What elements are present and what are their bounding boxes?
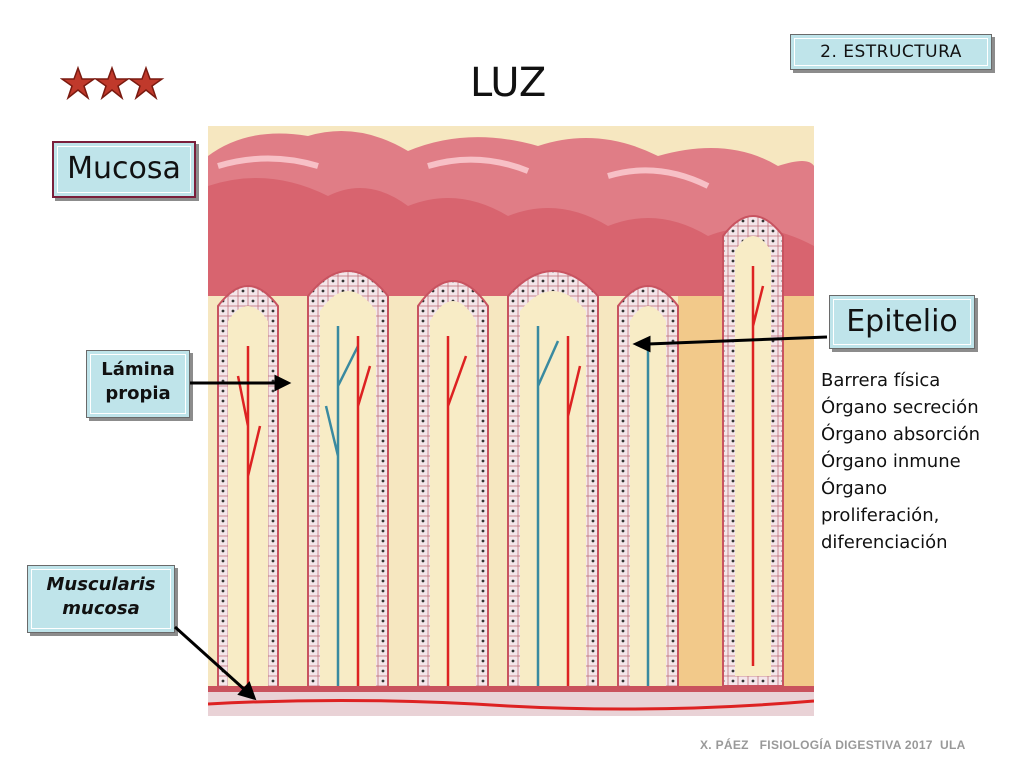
function-item: proliferación, [821, 505, 940, 526]
function-item: Barrera física [821, 370, 941, 391]
muscularis-mucosa-label-line2: mucosa [62, 598, 140, 619]
intestinal-mucosa-illustration [208, 126, 814, 716]
lamina-propia-label-box: Lámina propia [86, 350, 190, 418]
lamina-propia-label-line2: propia [105, 383, 171, 404]
section-tag: 2. ESTRUCTURA [790, 34, 992, 70]
lamina-propia-label-line1: Lámina [101, 359, 175, 380]
function-item: Órgano secreción [821, 397, 979, 418]
page-title: LUZ [470, 60, 547, 106]
epitelio-label-box: Epitelio [829, 295, 975, 349]
epitelio-functions-list: Barrera física Órgano secreción Órgano a… [821, 367, 980, 556]
function-item: diferenciación [821, 532, 948, 553]
section-tag-label: 2. ESTRUCTURA [820, 42, 962, 62]
function-item: Órgano absorción [821, 424, 981, 445]
mucosa-label-box: Mucosa [52, 141, 196, 198]
footer-credit: X. PÁEZ FISIOLOGÍA DIGESTIVA 2017 ULA [700, 738, 966, 752]
mucosa-label: Mucosa [67, 151, 181, 186]
function-item: Órgano [821, 478, 888, 499]
epitelio-label: Epitelio [846, 304, 958, 339]
muscularis-mucosa-label-box: Muscularis mucosa [27, 565, 175, 633]
muscularis-mucosa-label-line1: Muscularis [46, 574, 156, 595]
function-item: Órgano inmune [821, 451, 961, 472]
stars-icon [60, 65, 165, 101]
